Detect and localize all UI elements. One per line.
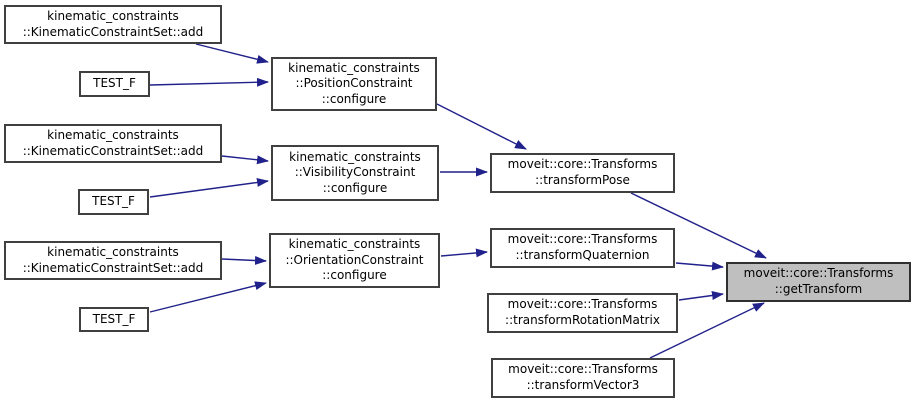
node-label-line: moveit::core::Transforms	[508, 362, 658, 377]
node-label-line: moveit::core::Transforms	[743, 266, 894, 281]
node-label-line: ::VisibilityConstraint	[294, 165, 416, 180]
node-kinematic-constraint-set-add-2[interactable]: kinematic_constraints ::KinematicConstra…	[4, 124, 222, 163]
node-position-constraint-configure[interactable]: kinematic_constraints ::PositionConstrai…	[271, 57, 437, 111]
node-orientation-constraint-configure[interactable]: kinematic_constraints ::OrientationConst…	[269, 233, 440, 288]
node-transform-quaternion[interactable]: moveit::core::Transforms ::transformQuat…	[490, 228, 675, 268]
node-get-transform-current: moveit::core::Transforms ::getTransform	[726, 262, 911, 302]
node-label-line: TEST_F	[92, 311, 136, 326]
node-label-line: ::configure	[322, 268, 387, 283]
node-test-f-3[interactable]: TEST_F	[79, 307, 149, 332]
edge-transform-rotation-matrix-to-get-transform	[678, 291, 724, 301]
node-transform-rotation-matrix[interactable]: moveit::core::Transforms ::transformRota…	[487, 293, 678, 333]
node-label-line: TEST_F	[93, 76, 136, 91]
node-label-line: kinematic_constraints	[288, 60, 420, 75]
edge-add1-to-position-configure	[195, 43, 269, 64]
node-label-line: ::configure	[322, 180, 388, 195]
node-label-line: moveit::core::Transforms	[507, 157, 658, 172]
node-label-line: kinematic_constraints	[47, 244, 179, 259]
node-test-f-1[interactable]: TEST_F	[79, 71, 150, 97]
edge-testf1-to-position-configure	[149, 77, 269, 87]
node-label-line: moveit::core::Transforms	[507, 297, 658, 312]
node-test-f-2[interactable]: TEST_F	[78, 189, 149, 215]
node-kinematic-constraint-set-add-1[interactable]: kinematic_constraints ::KinematicConstra…	[4, 5, 222, 44]
node-label-line: kinematic_constraints	[47, 8, 179, 23]
node-label-line: ::configure	[321, 91, 387, 106]
edge-testf2-to-visibility-configure	[149, 178, 269, 198]
node-label-line: ::transformQuaternion	[515, 248, 650, 262]
edge-transform-vector3-to-get-transform	[649, 302, 765, 359]
node-label-line: kinematic_constraints	[289, 149, 421, 164]
node-label-line: ::KinematicConstraintSet::add	[22, 260, 204, 275]
node-label-line: ::transformPose	[535, 173, 630, 187]
edge-position-configure-to-transform-pose	[436, 103, 527, 150]
node-label-line: ::PositionConstraint	[295, 76, 413, 91]
edge-testf3-to-orientation-configure	[149, 281, 267, 313]
edge-transform-pose-to-get-transform	[630, 192, 767, 259]
node-label-line: ::OrientationConstraint	[285, 252, 424, 267]
node-label-line: ::transformRotationMatrix	[505, 313, 660, 327]
node-visibility-constraint-configure[interactable]: kinematic_constraints ::VisibilityConstr…	[271, 145, 439, 201]
node-label-line: ::KinematicConstraintSet::add	[22, 24, 204, 39]
node-label-line: moveit::core::Transforms	[507, 232, 658, 247]
node-transform-pose[interactable]: moveit::core::Transforms ::transformPose	[490, 153, 675, 193]
node-label-line: ::getTransform	[774, 282, 863, 296]
edge-add2-to-visibility-configure	[221, 155, 269, 165]
node-kinematic-constraint-set-add-3[interactable]: kinematic_constraints ::KinematicConstra…	[4, 241, 222, 280]
edge-orientation-configure-to-transform-quaternion	[440, 248, 488, 258]
node-transform-vector3[interactable]: moveit::core::Transforms ::transformVect…	[491, 358, 675, 398]
node-label-line: kinematic_constraints	[288, 237, 421, 252]
node-label-line: TEST_F	[92, 194, 135, 209]
node-label-line: kinematic_constraints	[47, 127, 179, 142]
node-label-line: ::KinematicConstraintSet::add	[22, 143, 204, 158]
node-label-line: ::transformVector3	[526, 378, 640, 392]
edge-add3-to-orientation-configure	[221, 256, 267, 265]
edge-transform-quaternion-to-get-transform	[675, 261, 724, 271]
